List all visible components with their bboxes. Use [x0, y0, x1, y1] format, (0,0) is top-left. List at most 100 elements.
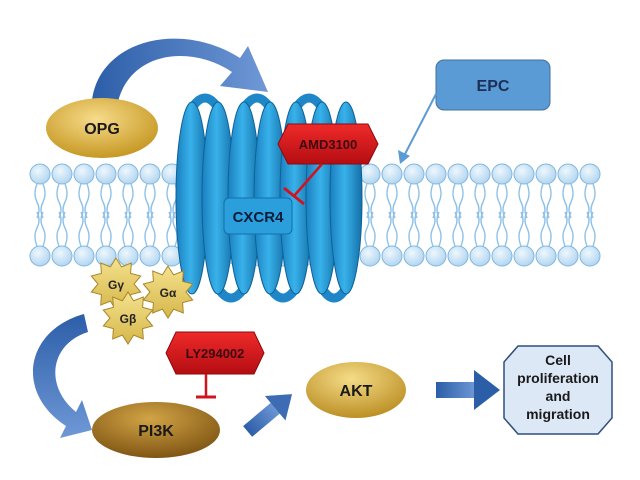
- lipid-head: [535, 163, 557, 185]
- lipid-head: [359, 163, 381, 185]
- lipid-tail: [518, 183, 530, 219]
- g-alpha-subunit: Gα: [142, 265, 194, 319]
- lipid-tail: [144, 183, 156, 219]
- lipid-tail: [474, 183, 486, 219]
- lipid-tail: [34, 211, 46, 247]
- lipid-tail: [56, 211, 68, 247]
- lipid-tail: [408, 211, 420, 247]
- opg-label: OPG: [84, 121, 120, 138]
- ly294002-hexagon: [165, 331, 265, 375]
- lipid-tail: [518, 211, 530, 247]
- lipid-head: [139, 163, 161, 185]
- lipid-tail: [100, 211, 112, 247]
- lipid-head: [425, 163, 447, 185]
- lipid-head: [491, 245, 513, 267]
- lipid-head: [381, 163, 403, 185]
- amd3100-label: AMD3100: [299, 137, 358, 152]
- lipid-head: [73, 245, 95, 267]
- akt-label: AKT: [340, 383, 373, 400]
- lipid-tail: [562, 183, 574, 219]
- lipid-head: [579, 245, 601, 267]
- amd3100-inhibit-line: [293, 163, 323, 197]
- lipid-tail: [562, 211, 574, 247]
- lipid-head: [95, 163, 117, 185]
- pi3k-to-akt-arrow: [243, 394, 293, 437]
- opg-to-receptor-arrow: [92, 38, 268, 102]
- lipid-head: [513, 163, 535, 185]
- lipid-tail: [364, 211, 376, 247]
- lipid-head: [447, 163, 469, 185]
- lipid-head: [117, 245, 139, 267]
- opg-node: [46, 98, 158, 158]
- cxcr4-label-box: [223, 197, 293, 235]
- lipid-tail: [122, 183, 134, 219]
- amd3100-hexagon: [277, 123, 379, 165]
- lipid-head: [535, 245, 557, 267]
- lipid-tail: [56, 183, 68, 219]
- lipid-tail: [540, 183, 552, 219]
- lipid-head: [359, 245, 381, 267]
- lipid-head: [29, 245, 51, 267]
- lipid-head: [447, 245, 469, 267]
- outcome-line-4: migration: [526, 406, 590, 422]
- outcome-line-3: and: [546, 388, 571, 404]
- lipid-tail: [364, 183, 376, 219]
- lipid-head: [513, 245, 535, 267]
- lipid-head: [51, 245, 73, 267]
- lipid-tail: [408, 183, 420, 219]
- akt-node: [306, 362, 406, 418]
- pi3k-label: PI3K: [138, 423, 174, 440]
- lipid-head: [29, 163, 51, 185]
- lipid-head: [403, 245, 425, 267]
- lipid-tail: [496, 211, 508, 247]
- lipid-head: [139, 245, 161, 267]
- lipid-tail: [452, 183, 464, 219]
- g-protein-to-pi3k-arrow: [32, 314, 92, 438]
- lipid-head: [579, 163, 601, 185]
- lipid-tail: [386, 211, 398, 247]
- lipid-tail: [584, 211, 596, 247]
- lipid-head: [425, 245, 447, 267]
- epc-box: [435, 59, 551, 111]
- lipid-head: [73, 163, 95, 185]
- g-beta-label: Gβ: [120, 312, 137, 326]
- epc-arrowhead: [398, 150, 410, 164]
- lipid-head: [117, 163, 139, 185]
- lipid-tail: [166, 211, 178, 247]
- lipid-tail: [100, 183, 112, 219]
- lipid-tail: [474, 211, 486, 247]
- lipid-tail: [386, 183, 398, 219]
- lipid-head: [469, 245, 491, 267]
- lipid-head: [469, 163, 491, 185]
- lipid-tail: [430, 183, 442, 219]
- outcome-line-1: Cell: [545, 352, 571, 368]
- outcome-line-2: proliferation: [517, 370, 599, 386]
- lipid-tail: [122, 211, 134, 247]
- cxcr4-label: CXCR4: [233, 209, 285, 226]
- lipid-head: [403, 163, 425, 185]
- ly294002-label: LY294002: [186, 346, 245, 361]
- outcome-box: [503, 345, 613, 435]
- lipid-tail: [584, 183, 596, 219]
- amd3100-inhibit-bar: [283, 186, 305, 206]
- lipid-head: [557, 245, 579, 267]
- lipid-tail: [430, 211, 442, 247]
- g-alpha-label: Gα: [160, 286, 177, 300]
- epc-label: EPC: [477, 78, 510, 95]
- lipid-tail: [452, 211, 464, 247]
- lipid-tail: [78, 211, 90, 247]
- lipid-head: [51, 163, 73, 185]
- akt-to-outcome-arrow: [436, 370, 500, 410]
- lipid-tail: [34, 183, 46, 219]
- lipid-head: [557, 163, 579, 185]
- lipid-head: [491, 163, 513, 185]
- lipid-tail: [78, 183, 90, 219]
- lipid-tail: [166, 183, 178, 219]
- lipid-head: [381, 245, 403, 267]
- epc-arrow: [403, 93, 437, 157]
- lipid-tail: [144, 211, 156, 247]
- g-beta-subunit: Gβ: [102, 291, 154, 345]
- pi3k-node: [92, 402, 220, 458]
